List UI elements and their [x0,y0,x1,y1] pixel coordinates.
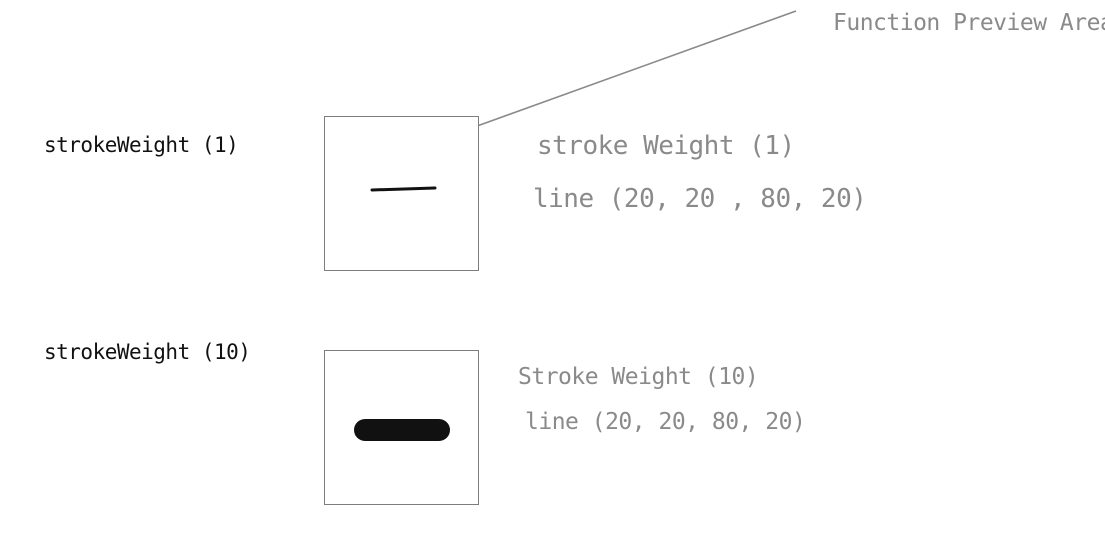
code-text-2-line2: line (20, 20, 80, 20) [525,409,806,435]
preview-box-1 [324,116,479,271]
preview-area-label: Function Preview Area [833,10,1105,36]
code-text-2-line1: Stroke Weight (10) [518,364,759,390]
left-label-2: strokeWeight (10) [44,340,251,364]
code-text-1-line1: stroke Weight (1) [537,131,795,161]
callout-arrow-line [429,10,797,144]
preview-box-2 [324,350,479,505]
preview-canvas-2 [354,419,450,441]
preview-canvas-1 [370,186,437,192]
left-label-1: strokeWeight (1) [44,133,239,157]
preview-line-1 [370,186,437,192]
code-text-1-line2: line (20, 20 , 80, 20) [533,184,867,214]
